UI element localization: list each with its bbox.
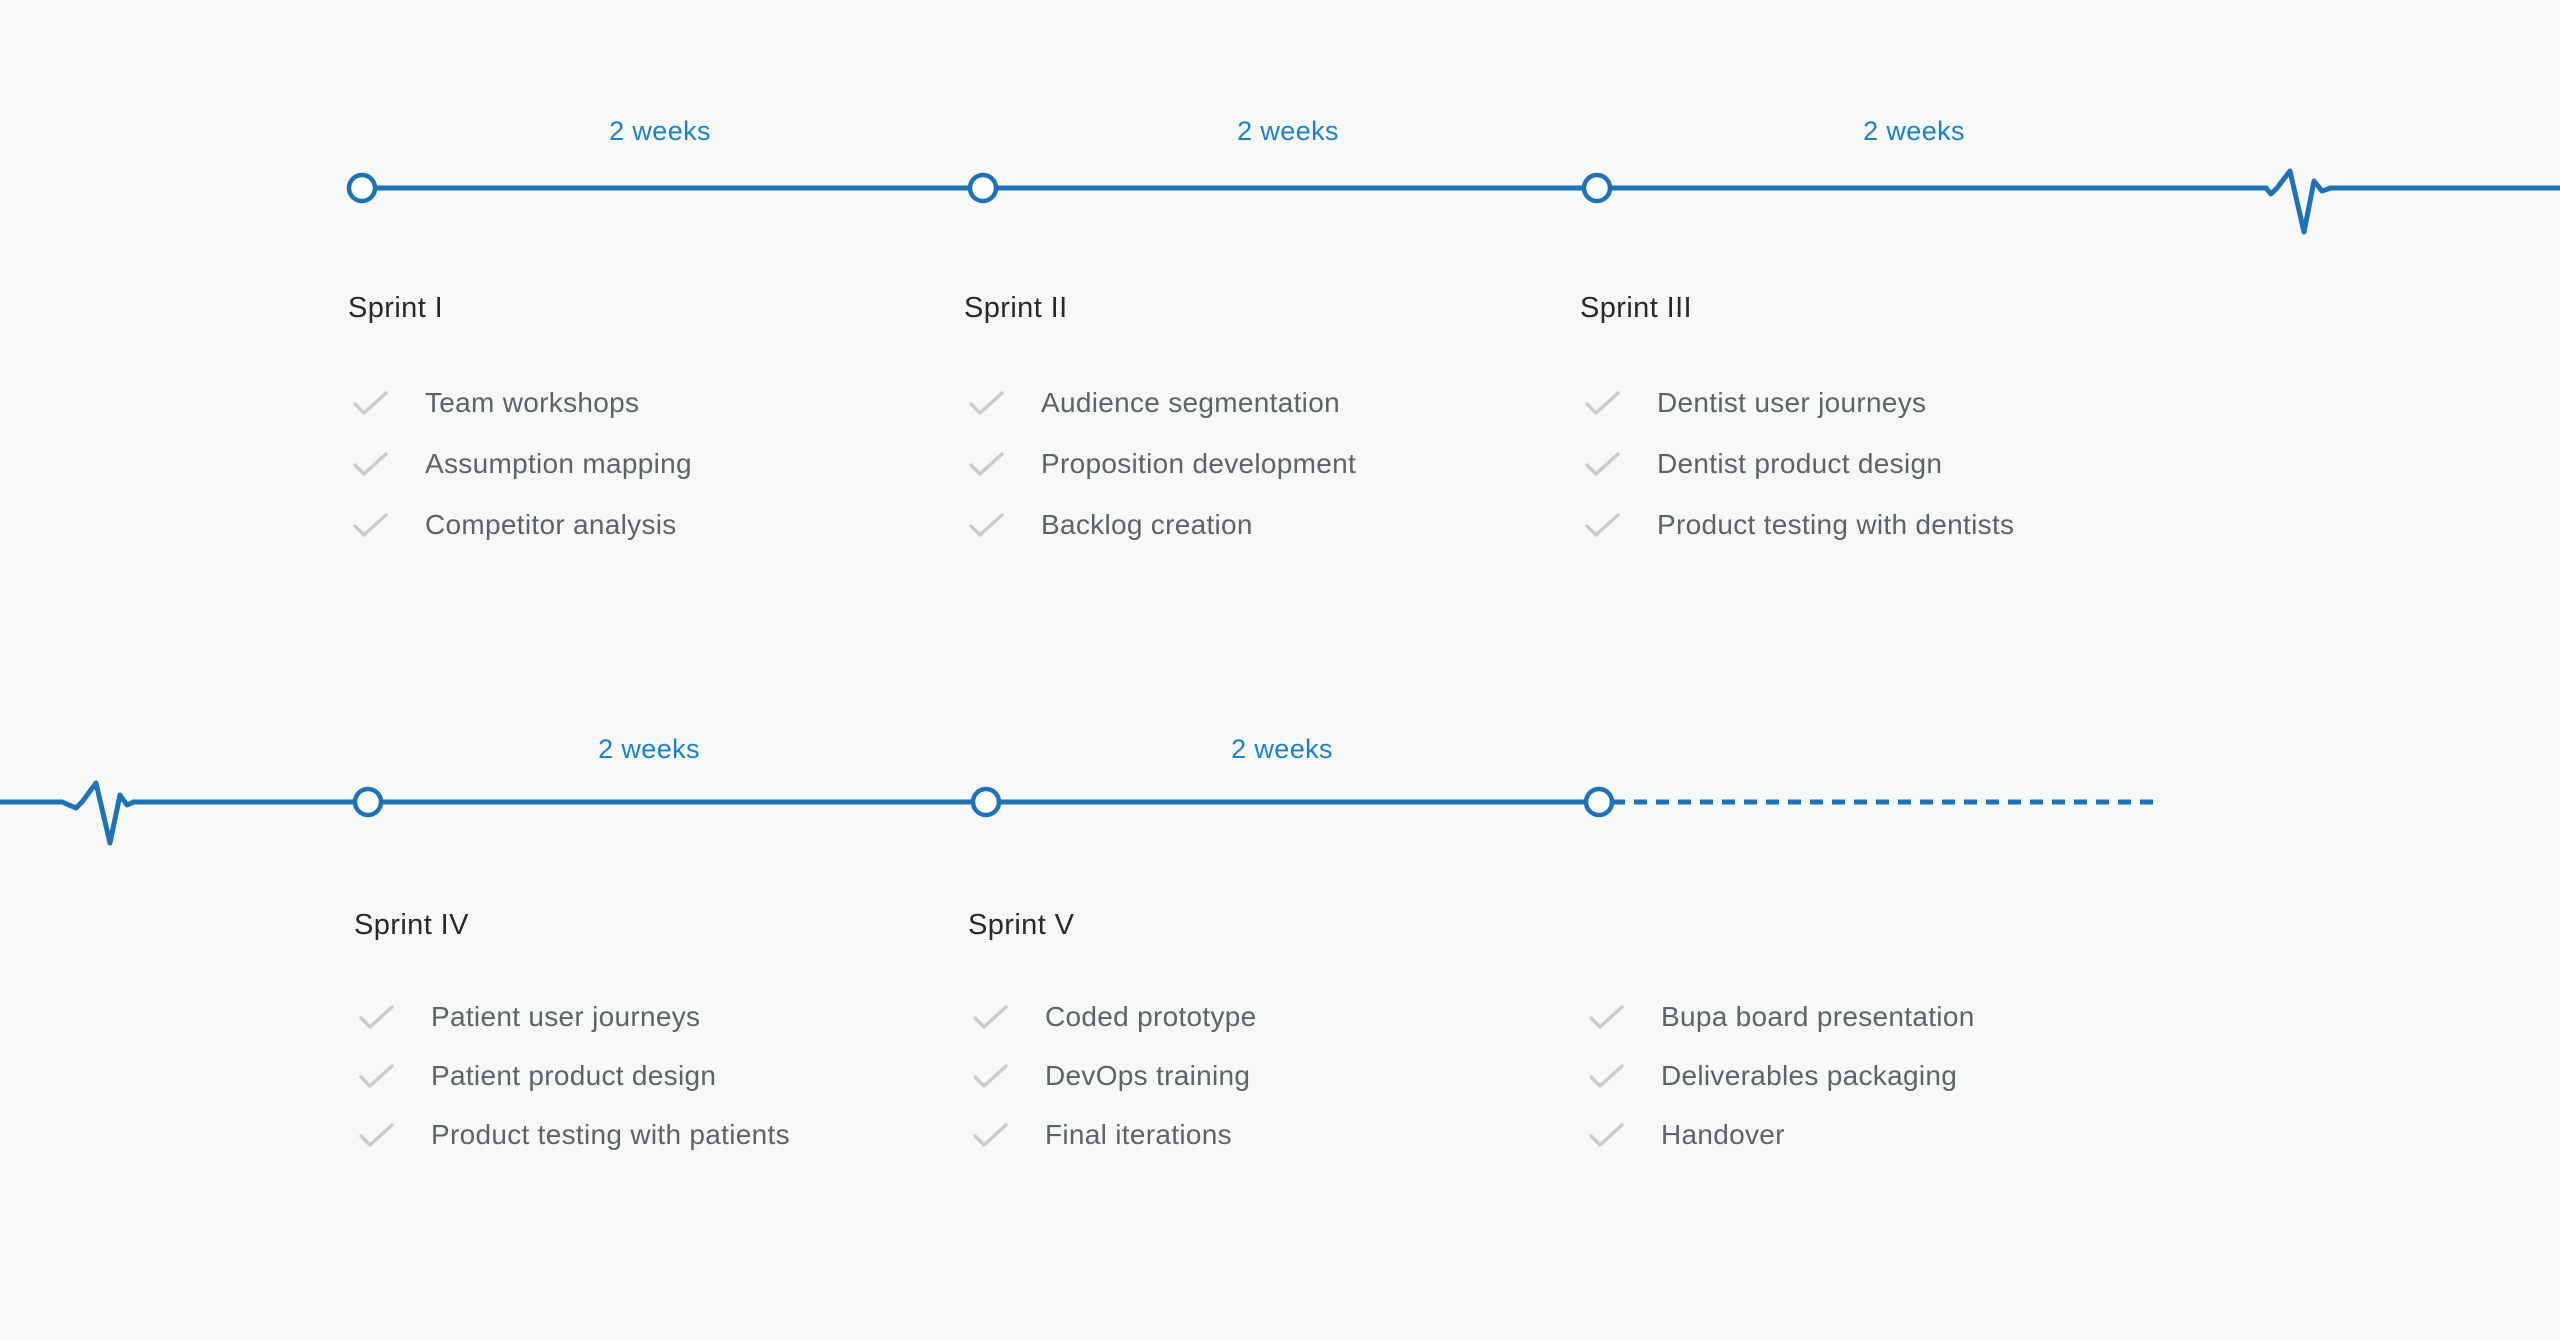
task-label: Proposition development <box>1041 448 1357 479</box>
heartbeat-icon <box>2263 168 2334 235</box>
check-icon <box>353 452 388 476</box>
task-label: Deliverables packaging <box>1661 1060 1958 1091</box>
task-label: Backlog creation <box>1041 509 1253 540</box>
milestone-dot <box>346 172 378 204</box>
task-label: Bupa board presentation <box>1661 1001 1975 1032</box>
check-icon <box>969 452 1004 476</box>
check-icon <box>1585 390 1621 422</box>
task-label: Dentist product design <box>1657 448 1943 479</box>
task-label: Handover <box>1661 1119 1785 1150</box>
task-label: Dentist user journeys <box>1657 387 1927 418</box>
check-icon <box>1589 1123 1624 1147</box>
task-label: Patient user journeys <box>431 1001 701 1032</box>
task-label: Final iterations <box>1045 1119 1232 1150</box>
check-icon <box>1589 1005 1624 1029</box>
check-icon <box>969 391 1004 415</box>
duration-label: 2 weeks <box>1231 734 1333 764</box>
check-icon <box>973 1005 1008 1029</box>
sprint-title: Sprint I <box>348 292 444 324</box>
task-label: Product testing with patients <box>431 1119 790 1150</box>
check-icon <box>353 513 388 537</box>
check-icon <box>353 391 388 415</box>
milestone-dot <box>970 786 1002 818</box>
check-icon <box>973 1004 1009 1036</box>
sprint-title: Sprint V <box>968 909 1075 941</box>
check-icon <box>969 390 1005 422</box>
sprint-title: Sprint III <box>1580 292 1692 324</box>
check-icon <box>973 1123 1008 1147</box>
check-icon <box>359 1063 395 1095</box>
check-icon <box>1585 451 1621 483</box>
check-icon <box>359 1004 395 1036</box>
sprint-title: Sprint II <box>964 292 1068 324</box>
milestone-dot <box>352 786 384 818</box>
check-icon <box>1589 1064 1624 1088</box>
check-icon <box>1589 1004 1625 1036</box>
check-icon <box>1589 1063 1625 1095</box>
duration-label: 2 weeks <box>1237 116 1339 146</box>
check-icon <box>969 513 1004 537</box>
check-icon <box>359 1122 395 1154</box>
milestone-dot <box>1583 786 1615 818</box>
task-label: Assumption mapping <box>425 448 692 479</box>
check-icon <box>359 1064 394 1088</box>
task-label: Product testing with dentists <box>1657 509 2015 540</box>
task-label: Competitor analysis <box>425 509 677 540</box>
check-icon <box>969 451 1005 483</box>
check-icon <box>353 451 389 483</box>
check-icon <box>353 512 389 544</box>
check-icon <box>359 1123 394 1147</box>
check-icon <box>1585 391 1620 415</box>
task-label: DevOps training <box>1045 1060 1251 1091</box>
check-icon <box>1589 1122 1625 1154</box>
check-icon <box>1585 452 1620 476</box>
milestone-dot <box>1581 172 1613 204</box>
check-icon <box>353 390 389 422</box>
task-label: Coded prototype <box>1045 1001 1257 1032</box>
duration-label: 2 weeks <box>1863 116 1965 146</box>
sprint-title: Sprint IV <box>354 909 469 941</box>
task-label: Team workshops <box>425 387 640 418</box>
check-icon <box>969 512 1005 544</box>
check-icon <box>1585 513 1620 537</box>
duration-label: 2 weeks <box>598 734 700 764</box>
milestone-dot <box>967 172 999 204</box>
check-icon <box>973 1122 1009 1154</box>
check-icon <box>359 1005 394 1029</box>
task-label: Audience segmentation <box>1041 387 1340 418</box>
check-icon <box>1585 512 1621 544</box>
check-icon <box>973 1063 1009 1095</box>
check-icon <box>973 1064 1008 1088</box>
heartbeat-icon <box>59 780 137 846</box>
task-label: Patient product design <box>431 1060 717 1091</box>
duration-label: 2 weeks <box>609 116 711 146</box>
